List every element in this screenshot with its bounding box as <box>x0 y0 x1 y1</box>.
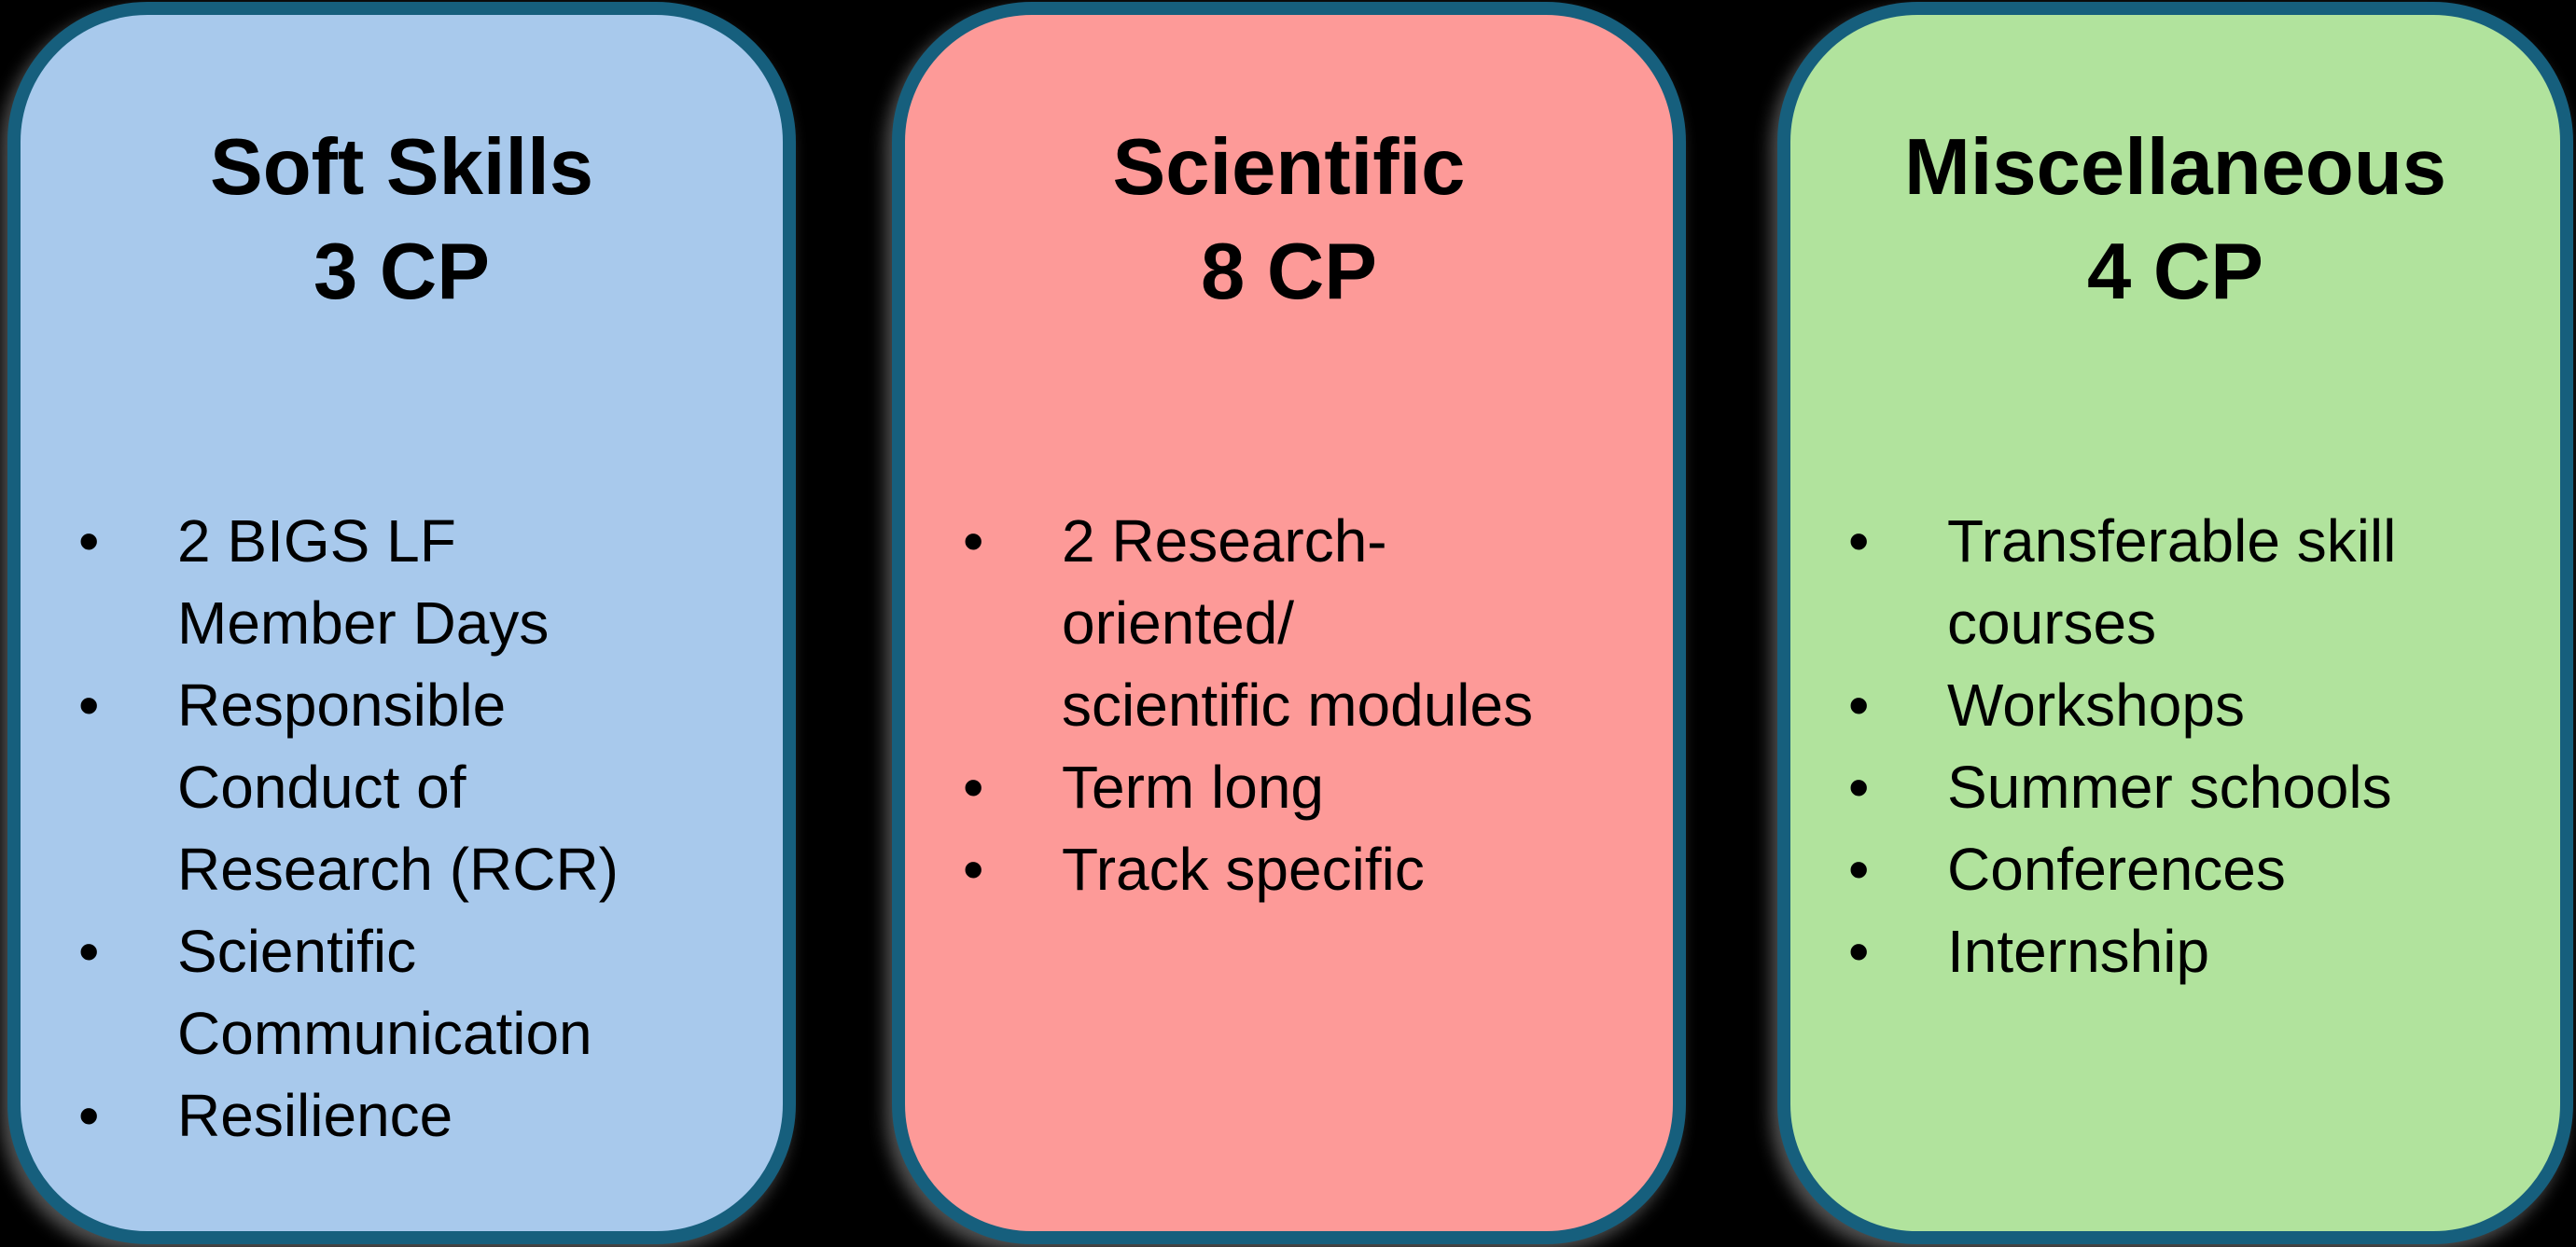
card-title-name: Scientific <box>1112 123 1466 212</box>
bullet-text: Resilience <box>177 1082 453 1149</box>
bullet-item: • Conferences <box>1790 828 2555 910</box>
card-title-credits: 4 CP <box>2087 228 2263 316</box>
card-soft-skills: Soft Skills 3 CP •2 BIGS LF Member Days•… <box>7 2 796 1244</box>
bullet-text: Term long <box>1062 754 1324 821</box>
bullet-text: Responsible Conduct of Research (RCR) <box>177 672 619 903</box>
bullet-item: • Summer schools <box>1790 746 2555 828</box>
card-title: Scientific 8 CP <box>905 116 1673 325</box>
bullet-item: • Resilience <box>21 1074 777 1157</box>
card-scientific: Scientific 8 CP • 2 Research- oriented/ s… <box>892 2 1686 1244</box>
bullet-text: Workshops <box>1947 672 2245 739</box>
bullet-dot-icon: • <box>963 836 984 903</box>
bullet-dot-icon: • <box>1848 672 1870 739</box>
bullet-item: • Responsible Conduct of Research (RCR) <box>21 664 777 910</box>
bullet-dot-icon: • <box>1848 507 1870 575</box>
bullet-text: Summer schools <box>1947 754 2392 821</box>
card-title-credits: 3 CP <box>313 228 490 316</box>
bullet-dot-icon: • <box>1848 836 1870 903</box>
bullet-dot-icon: • <box>78 918 100 985</box>
card-title: Soft Skills 3 CP <box>21 116 783 325</box>
bullet-item: • Transferable skill courses <box>1790 500 2555 664</box>
bullet-list: • 2 BIGS LF Member Days • Responsible Condu… <box>21 500 777 1157</box>
bullet-item: • Workshops <box>1790 664 2555 746</box>
card-title: Miscellaneous 4 CP <box>1790 116 2560 325</box>
bullet-text: Conferences <box>1947 836 2286 903</box>
bullet-text: Internship <box>1947 918 2210 985</box>
bullet-dot-icon: • <box>78 1082 100 1149</box>
card-title-credits: 8 CP <box>1201 228 1377 316</box>
bullet-item: • Term long <box>905 746 1667 828</box>
bullet-text: Transferable skill courses <box>1947 507 2397 657</box>
bullet-item: • Internship <box>1790 910 2555 992</box>
bullet-dot-icon: • <box>78 672 100 739</box>
bullet-item: • 2 BIGS LF Member Days <box>21 500 777 664</box>
bullet-text: Track specific <box>1062 836 1425 903</box>
card-miscellaneous: Miscellaneous 4 CP • Transferable skill c… <box>1777 2 2573 1244</box>
bullet-dot-icon: • <box>1848 918 1870 985</box>
bullet-dot-icon: • <box>963 507 984 575</box>
bullet-item: • Track specific <box>905 828 1667 910</box>
bullet-text: 2 Research- oriented/ scientific modules <box>1062 507 1534 739</box>
bullet-list: • Transferable skill courses • Workshops • Su… <box>1790 500 2555 992</box>
bullet-item: • Scientific Communication <box>21 910 777 1074</box>
card-title-name: Miscellaneous <box>1903 123 2447 212</box>
bullet-dot-icon: • <box>1848 754 1870 821</box>
bullet-text: Scientific Communication <box>177 918 592 1067</box>
bullet-dot-icon: • <box>78 507 100 575</box>
bullet-list: • 2 Research- oriented/ scientific module… <box>905 500 1667 910</box>
card-title-name: Soft Skills <box>210 123 593 212</box>
bullet-text: 2 BIGS LF Member Days <box>177 507 550 657</box>
bullet-dot-icon: • <box>963 754 984 821</box>
bullet-item: • 2 Research- oriented/ scientific module… <box>905 500 1667 746</box>
